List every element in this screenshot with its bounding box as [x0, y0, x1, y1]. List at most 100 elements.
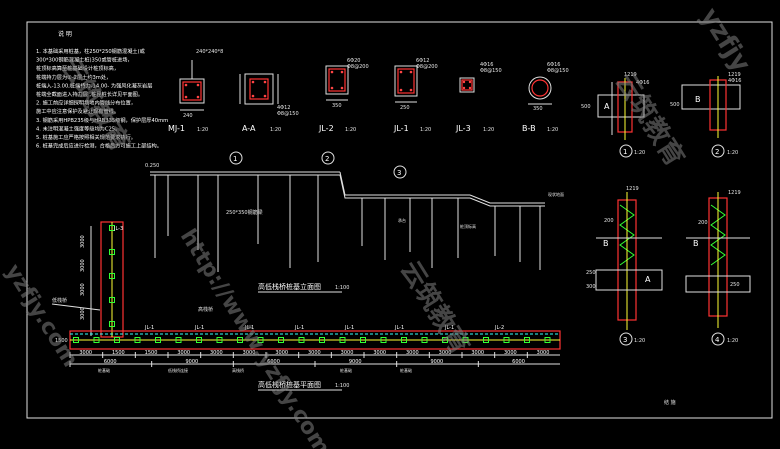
section-jl1: 6Φ12 Φ8@200 250 JL-1 1:20 [393, 58, 438, 133]
detail-3-label-a: A [645, 275, 651, 284]
plan-pile [319, 337, 325, 343]
plan-dim-row1: 3000 [79, 350, 92, 356]
detail-4-dim-top: 1219 [728, 190, 741, 196]
plan-beam-label: JL-1 [244, 325, 254, 331]
elevation-marker-1: 1 [233, 155, 237, 163]
detail-4-number: 4 [715, 336, 720, 344]
drawing-number: 结 施 [664, 399, 676, 406]
plan-pile [134, 337, 141, 343]
plan-piles [73, 225, 551, 343]
aa-dim-b: Φ8@150 [277, 111, 299, 117]
elevation-callout-3: 现状地面 [548, 191, 564, 197]
plan-pile [442, 337, 448, 343]
bb-dim-a: 6Φ16 [547, 62, 560, 68]
detail-3: B A 1219 200 250 300 3 1:20 [586, 186, 663, 346]
mj1-dim-bottom: 240 [183, 113, 193, 119]
plan-dim-row1: 1500 [145, 350, 158, 356]
plan-bottom-notes: 桩基础低栈桥连接高栈桥桩基础桩基础 [98, 367, 412, 373]
jl3-dim-b: Φ8@150 [480, 68, 502, 74]
detail-2-label-b: B [695, 95, 701, 104]
detail-1: A 1219 4Φ16 500 1 1:20 [581, 72, 649, 158]
plan-pile [360, 337, 366, 343]
plan-bottom-note: 桩基础 [400, 367, 412, 373]
notes-block: 说 明 1. 本基础采用桩基，柱250*250钢筋混凝土(或300*300钢筋混… [36, 30, 168, 150]
aa-scale: 1:20 [270, 127, 281, 133]
notes-line: 5. 桩基施工应严格按照相关规范要求执行。 [36, 133, 136, 141]
plan-pile [216, 337, 223, 343]
aa-title: A-A [242, 124, 256, 133]
plan-dim-row1: 3000 [471, 350, 484, 356]
notes-line: 3. 钢筋采用HPB235级与HRB335级钢，保护层厚40mm [36, 116, 168, 124]
jl3-title: JL-3 [455, 124, 471, 133]
notes-line: 桩端入-13.00,桩端持力-14.00- 为强风化凝灰岩层 [36, 81, 152, 89]
plan-beam-label: JL-1 [444, 325, 454, 331]
section-bb: 6Φ16 Φ8@150 350 B-B 1:20 [522, 62, 569, 133]
plan-pile [462, 337, 469, 343]
watermark-url-1: http://www.yzfjy.com [175, 225, 335, 449]
elevation-level: 0.250 [145, 163, 159, 169]
plan-dim-row2: 6000 [267, 359, 280, 365]
plan-bottom-note: 低栈桥连接 [168, 367, 188, 373]
plan-vertical-dim: 3000 [80, 307, 86, 320]
section-jl2: 6Φ20 Φ8@200 350 JL-2 1:20 [318, 58, 369, 133]
plan-dim-row2: 9000 [186, 359, 199, 365]
detail-1-dim-top: 1219 [624, 72, 637, 78]
plan-dim-row1: 3000 [537, 350, 550, 356]
notes-lines: 1. 本基础采用桩基，柱250*250钢筋混凝土(或300*300钢筋混凝土桩)… [36, 47, 168, 150]
elevation-title: 高低栈桥桩基立面图 [258, 282, 321, 291]
plan-pile [278, 337, 284, 343]
detail-4: B 1219 200 250 4 1:20 [685, 190, 751, 346]
detail-4-dim-b: 250 [730, 282, 740, 288]
plan-dim-row1: 1500 [112, 350, 125, 356]
elevation-beam-label: 250*350钢筋梁 [226, 209, 263, 216]
jl2-dim-b: Φ8@200 [347, 64, 369, 70]
plan-scale: 1:100 [335, 383, 349, 389]
mj1-dim-top: 240*240*8 [196, 49, 223, 55]
elevation-marker-3: 3 [397, 169, 401, 177]
elevation-callout-1: 承台 [398, 217, 406, 223]
plan-pile [109, 321, 115, 327]
plan-pile [257, 337, 264, 343]
plan-dim-row2: 9000 [431, 359, 444, 365]
notes-line: 1. 本基础采用桩基，柱250*250钢筋混凝土(或 [36, 47, 145, 55]
notes-line: 300*300钢筋混凝土桩)350或管桩进场， [36, 56, 133, 64]
plan-beam-label: JL-1 [294, 325, 304, 331]
elevation-callout-2: 桩顶标高 [460, 223, 476, 229]
plan-beam-label: JL-2 [494, 325, 504, 331]
plan-side-dim-1: 1500 [55, 338, 68, 344]
plan-pile [109, 225, 115, 231]
mj1-title: MJ-1 [168, 124, 185, 133]
detail-2-scale: 1:20 [727, 150, 738, 156]
detail-1-label-a: A [604, 102, 610, 111]
plan-pile [503, 337, 510, 343]
detail-3-dim-top: 1219 [626, 186, 639, 192]
jl1-dim-b: Φ8@200 [416, 64, 438, 70]
detail-2-number: 2 [715, 148, 719, 156]
jl1-title: JL-1 [393, 124, 409, 133]
plan-bottom-note: 桩基础 [340, 367, 352, 373]
plan-dim-row1: 3000 [177, 350, 190, 356]
elevation-drawing: 0.250 250*350钢筋梁 承台 桩顶标高 现状地面 1 2 3 高低栈桥… [145, 151, 564, 293]
plan-dim-row2: 6000 [512, 359, 525, 365]
jl2-scale: 1:20 [345, 127, 356, 133]
plan-vertical-dim: 3000 [80, 283, 86, 296]
plan-pile [114, 337, 120, 343]
plan-pile [196, 337, 202, 343]
jl3-dim-a: 4Φ16 [480, 62, 493, 68]
jl3-scale: 1:20 [483, 127, 494, 133]
plan-dim-row1: 3000 [341, 350, 354, 356]
plan-vertical-dim: 3000 [80, 235, 86, 248]
plan-pile [380, 337, 387, 343]
detail-3-dim-a: 200 [604, 218, 614, 224]
plan-pile [544, 337, 551, 343]
plan-pile [421, 337, 428, 343]
mj1-scale: 1:20 [197, 127, 208, 133]
plan-pile [109, 249, 115, 255]
plan-dim-row2: 6000 [104, 359, 117, 365]
detail-4-label-b: B [693, 239, 699, 248]
plan-dim-row1: 3000 [373, 350, 386, 356]
detail-2-rebar: 4Φ16 [728, 78, 741, 84]
plan-dim-row1: 3000 [308, 350, 321, 356]
